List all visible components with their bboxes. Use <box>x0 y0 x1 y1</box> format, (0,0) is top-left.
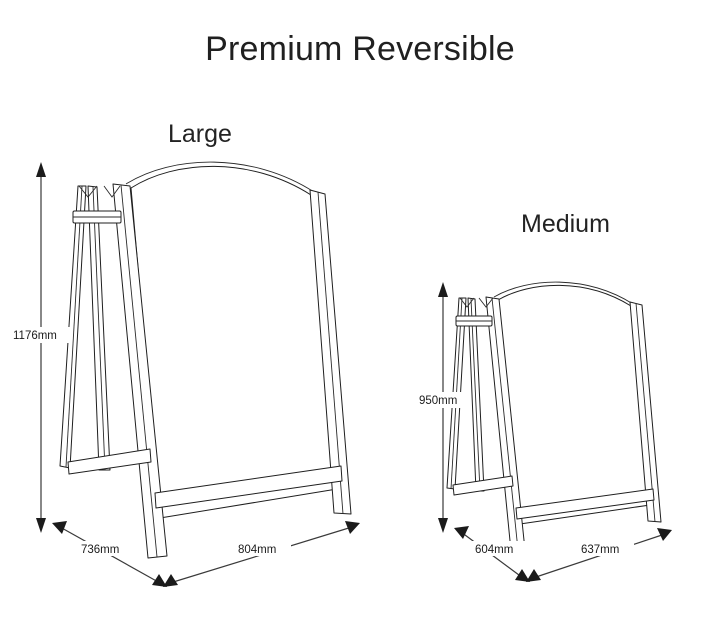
large-height-value: 1176mm <box>13 330 57 342</box>
large-hinge-bracket <box>72 210 122 224</box>
medium-board-top-arc <box>493 281 634 305</box>
large-front-left-leg <box>112 183 168 559</box>
large-depth-dimension: 736mm <box>52 521 167 587</box>
medium-height-dimension: 950mm <box>416 282 470 533</box>
size-label-large: Large <box>168 120 232 148</box>
medium-depth-dimension: 604mm <box>454 526 530 582</box>
medium-top-pivot <box>459 297 494 308</box>
large-rear-cross-brace <box>67 448 152 475</box>
medium-depth-value: 604mm <box>475 544 513 556</box>
large-width-dimension: 804mm <box>163 521 360 587</box>
medium-rear-cross-brace <box>452 475 514 496</box>
medium-board-panel <box>497 284 651 525</box>
medium-height-value: 950mm <box>419 395 457 407</box>
large-front-right-leg <box>309 189 352 515</box>
large-rear-leg-2 <box>87 185 111 471</box>
medium-hinge-bracket <box>455 315 493 327</box>
large-width-value: 804mm <box>238 544 276 556</box>
size-label-medium: Medium <box>521 210 610 238</box>
large-board-panel <box>130 165 338 519</box>
large-height-dimension: 1176mm <box>10 162 72 533</box>
medium-front-right-leg <box>629 301 662 523</box>
large-front-cross-brace <box>154 465 343 509</box>
large-top-pivot <box>78 185 121 198</box>
medium-front-cross-brace <box>515 488 655 520</box>
medium-rear-leg-2 <box>467 297 485 492</box>
page-title: Premium Reversible <box>205 30 515 68</box>
medium-width-dimension: 637mm <box>526 528 672 582</box>
large-board-top-arc <box>125 161 315 193</box>
large-depth-value: 736mm <box>81 544 119 556</box>
medium-width-value: 637mm <box>581 544 619 556</box>
